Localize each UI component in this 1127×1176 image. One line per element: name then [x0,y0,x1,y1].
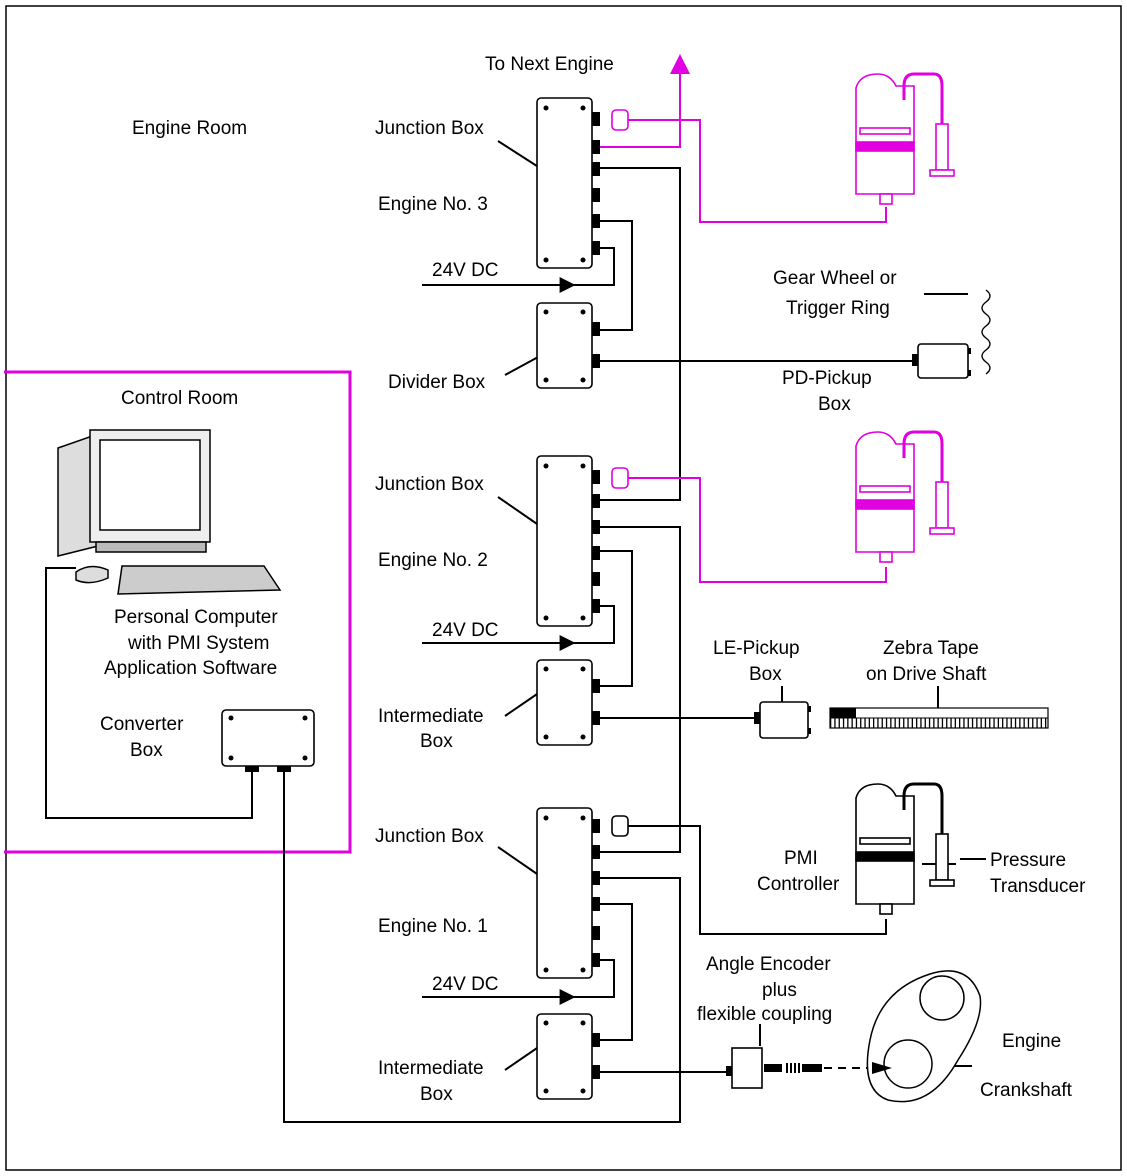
zebra-tape-label-1: Zebra Tape [883,638,979,659]
engine3-controller-cable [628,119,887,223]
engine-room-label: Engine Room [132,118,247,139]
le-pickup-label-2: Box [749,664,782,685]
crankshaft-label: Crankshaft [980,1080,1073,1101]
zebra-tape-icon [829,707,1049,729]
engine-label: Engine [1002,1031,1061,1052]
converter-label-2: Box [130,740,163,761]
jb1-converter-wire [283,770,681,1123]
converter-box [221,709,315,772]
divider-box-label: Divider Box [388,372,486,393]
engine1-cable-plug [611,815,629,837]
intermediate-box-1-label-1: Intermediate [378,1058,484,1079]
crankshaft-icon [866,970,982,1103]
gear-wheel-label-2: Trigger Ring [786,298,890,319]
pc-label-1: Personal Computer [114,607,278,628]
junction-box-1-label: Junction Box [375,826,484,847]
outer-frame [5,5,1122,1171]
to-next-engine-cable [600,70,681,148]
intermediate-box-1 [536,1013,600,1100]
le-pickup-box [754,701,811,739]
pd-pickup-box [912,289,991,379]
zebra-tape-label-2: on Drive Shaft [866,664,987,685]
angle-encoder-label-1: Angle Encoder [706,954,831,975]
to-next-engine-arrow [670,54,690,74]
converter-label-1: Converter [100,714,184,735]
pmi-controller-label-1: PMI [784,848,818,869]
jb2-intermediate-wire [600,550,633,687]
junction-box-1 [536,807,629,979]
personal-computer-icon [57,429,282,595]
dc-2-label: 24V DC [432,620,499,641]
engine1-controller-cable [628,825,887,935]
pmi-controller-engine3 [855,72,955,205]
jb3-divider-wire [600,220,633,331]
le-pickup-label-1: LE-Pickup [713,638,800,659]
engine-2-label: Engine No. 2 [378,550,488,571]
pmi-controller-label-2: Controller [757,874,840,895]
wiring [45,54,986,1123]
pressure-transducer-label-1: Pressure [990,850,1066,871]
pc-converter-wire [45,567,253,819]
pmi-controller-engine2 [855,430,955,563]
gear-wheel-icon [981,289,991,375]
junction-box-3-label: Junction Box [375,118,484,139]
intermediate-box-2-label-2: Box [420,731,453,752]
gear-wheel-label-1: Gear Wheel or [773,268,897,289]
engine2-controller-cable [628,477,887,583]
divider-box [536,302,600,389]
dc-3-label: 24V DC [432,260,499,281]
pc-label-3: Application Software [104,658,277,679]
trunk-engine3-engine2 [600,167,681,501]
intermediate-box-2-label-1: Intermediate [378,706,484,727]
labels: To Next Engine Engine Room Control Room … [100,54,1086,1105]
engine3-cable-plug [611,109,629,131]
angle-encoder-label-2: plus [762,980,797,1001]
engine-3-label: Engine No. 3 [378,194,488,215]
pd-pickup-label-2: Box [818,394,851,415]
pc-label-2: with PMI System [127,633,269,654]
to-next-engine-label: To Next Engine [485,54,614,75]
pressure-transducer-label-2: Transducer [990,876,1086,897]
intermediate-box-1-label-2: Box [420,1084,453,1105]
angle-encoder-label-3: flexible coupling [697,1004,832,1025]
junction-box-2-label: Junction Box [375,474,484,495]
dc-1-label: 24V DC [432,974,499,995]
pd-pickup-label-1: PD-Pickup [782,368,872,389]
jb1-intermediate-wire [600,903,633,1041]
control-room-label: Control Room [121,388,238,409]
control-room-border [4,370,352,854]
intermediate-box-2 [536,659,600,746]
engine-1-label: Engine No. 1 [378,916,488,937]
angle-encoder-icon [726,1047,878,1089]
engine2-cable-plug [611,467,629,489]
pmi-controller-engine1 [855,782,955,915]
trunk-engine2-engine1 [600,526,681,853]
junction-box-2 [536,455,629,627]
junction-box-3 [536,97,629,269]
